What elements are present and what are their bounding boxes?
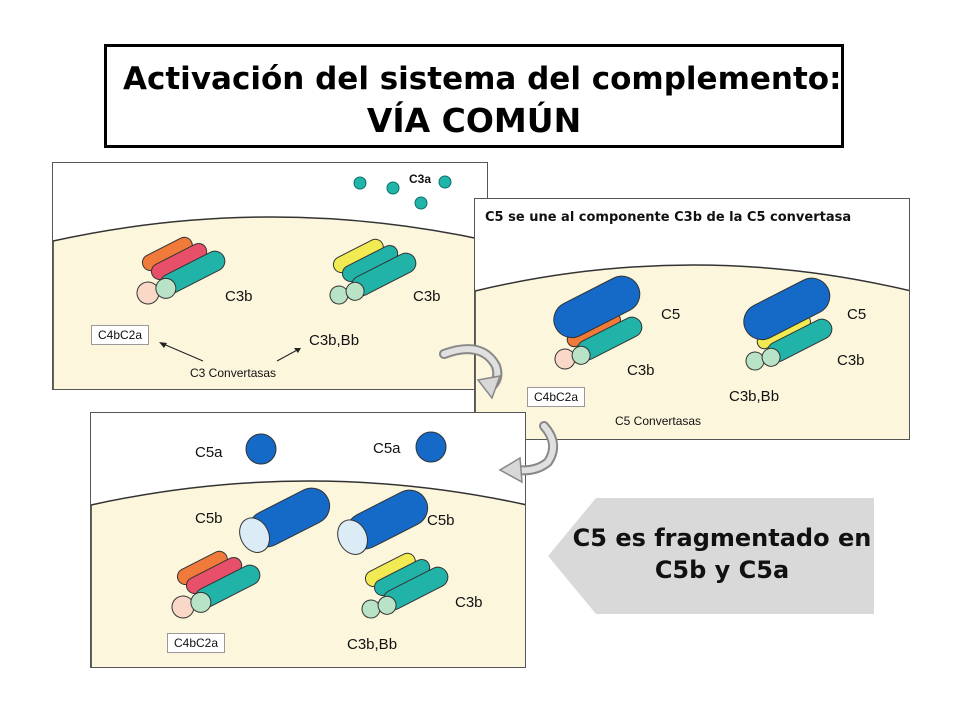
- c4bc2a-c3b-complex: [136, 236, 226, 305]
- arrow-left: [160, 342, 204, 362]
- callout-line-2: C5b y C5a: [654, 556, 790, 584]
- left-c5a-label: C5a: [195, 444, 223, 461]
- c5a-fragment: [245, 433, 277, 465]
- c3bbb-c5-complex: [743, 277, 833, 371]
- cell-membrane: [91, 480, 525, 667]
- panel1-svg: C3a C3b C3b C3b,Bb C3 Convertasas: [53, 172, 487, 389]
- c3a-label: C3a: [409, 172, 431, 186]
- c3a-dot: [438, 175, 452, 189]
- left-c5-label: C5: [661, 306, 680, 323]
- title-line-2: VÍA COMÚN: [366, 101, 582, 140]
- c5b-fragment-right: [337, 489, 429, 555]
- right-c5a-label: C5a: [373, 440, 401, 457]
- arrow-right: [276, 348, 300, 362]
- callout-line-1: C5 es fragmentado en: [572, 524, 872, 552]
- title-box: Activación del sistema del complemento: …: [104, 44, 844, 148]
- c3bbb-c3b-complex: [329, 238, 417, 305]
- c3bbb-label: C3b,Bb: [729, 388, 779, 405]
- right-c3b-label: C3b: [413, 288, 441, 305]
- arrow-left-head: [159, 342, 167, 348]
- panel2-header: C5 se une al componente C3b de la C5 con…: [485, 210, 851, 225]
- c3a-dot: [386, 181, 400, 195]
- left-c5b-label: C5b: [195, 510, 223, 527]
- arrow-right-head: [294, 348, 301, 353]
- c5a-fragment: [415, 431, 447, 463]
- c4bc2a-tag: C4bC2a: [167, 633, 226, 653]
- right-c5-label: C5: [847, 306, 866, 323]
- c3bbb-label: C3b,Bb: [309, 332, 359, 349]
- left-c3b-label: C3b: [225, 288, 253, 305]
- curved-arrow-2: [498, 421, 559, 484]
- c5-convertases-label: C5 Convertasas: [615, 414, 701, 428]
- right-c3b-label: C3b: [455, 594, 483, 611]
- callout-text: C5 es fragmentado en C5b y C5a: [572, 522, 872, 586]
- c5b-fragment-left: [239, 487, 331, 553]
- c4bc2a-c3b-complex: [171, 550, 261, 619]
- callout-shape: [548, 498, 874, 614]
- right-c3b-label: C3b: [837, 352, 865, 369]
- c3a-dot: [353, 176, 367, 190]
- left-c3b-label: C3b: [627, 362, 655, 379]
- panel3-svg: C5a C5a C5b C5b C3b C3b,Bb: [91, 431, 525, 667]
- c3a-dot: [414, 196, 428, 210]
- panel-c5-cleavage: C5a C5a C5b C5b C3b C3b,Bb: [90, 412, 526, 668]
- c4bc2a-tag: C4bC2a: [527, 387, 586, 407]
- c4bc2a-tag: C4bC2a: [91, 325, 150, 345]
- right-c5b-label: C5b: [427, 512, 455, 529]
- panel-c5-convertases: C5 se une al componente C3b de la C5 con…: [474, 198, 910, 440]
- c3-convertases-label: C3 Convertasas: [190, 366, 276, 380]
- c4bc2a-c5-complex: [553, 275, 643, 370]
- c3bbb-c3b-complex: [361, 552, 449, 619]
- title-line-1: Activación del sistema del complemento:: [123, 61, 842, 97]
- c3bbb-label: C3b,Bb: [347, 636, 397, 653]
- panel-c3-convertases: C3a C3b C3b C3b,Bb C3 Convertasas C4bC2a: [52, 162, 488, 390]
- curved-arrow-1: [439, 344, 503, 400]
